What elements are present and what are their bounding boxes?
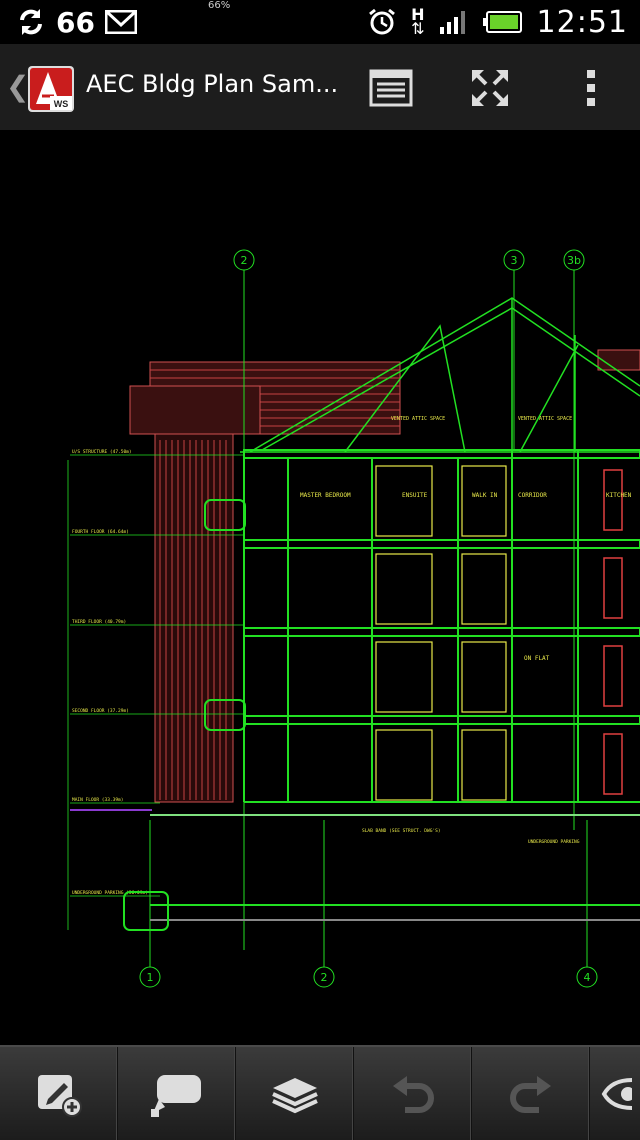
svg-text:WS: WS [54, 99, 69, 109]
grid-bottom-2: 2 [321, 971, 328, 984]
edit-button[interactable] [0, 1047, 119, 1140]
room-label-walkin: WALK IN [472, 492, 498, 499]
slab-band-note: SLAB BAND (SEE STRUCT. DWG'S) [362, 828, 441, 834]
level-second: SECOND FLOOR (37.29m) [72, 708, 129, 714]
kitchen-cabinets [603, 469, 623, 795]
attic-label-2: VENTED ATTIC SPACE [518, 416, 572, 422]
undo-button[interactable] [354, 1047, 473, 1140]
view-button[interactable] [590, 1047, 640, 1140]
action-bar: ❮ WS AEC Bldg Plan Sam... [0, 44, 640, 132]
underground-parking: UNDERGROUND PARKING [528, 839, 580, 845]
floor-slabs [150, 449, 640, 921]
bottom-toolbar [0, 1045, 640, 1140]
sheets-icon [369, 69, 413, 107]
document-title: AEC Bldg Plan Sam... [86, 70, 339, 98]
overflow-menu-button[interactable] [565, 62, 617, 114]
grid-bottom-3: 4 [584, 971, 591, 984]
notification-count: 66 [56, 5, 95, 39]
drawing-canvas[interactable]: VENTED ATTIC SPACE VENTED ATTIC SPACE 2 … [0, 130, 640, 1045]
alarm-icon [369, 8, 396, 35]
edit-add-icon [37, 1074, 82, 1117]
comment-icon [150, 1074, 201, 1117]
data-arrows-icon: ⇅ [411, 19, 425, 38]
fit-screen-button[interactable] [464, 62, 516, 114]
room-label-kitchen: KITCHEN [606, 492, 632, 499]
fit-screen-icon [472, 70, 508, 106]
level-underground: UNDERGROUND PARKING (36.09m) [72, 890, 148, 896]
level-third: THIRD FLOOR (40.79m) [72, 619, 126, 625]
roof [240, 297, 640, 453]
balconies [123, 499, 246, 931]
brick-wall [129, 349, 640, 803]
layers-icon [271, 1077, 318, 1113]
back-chevron-icon[interactable]: ❮ [6, 70, 30, 103]
sync-icon [20, 9, 42, 35]
fixtures [375, 465, 507, 801]
grid-bottom-1: 1 [147, 971, 154, 984]
redo-icon [509, 1075, 551, 1113]
view-icon [601, 1077, 633, 1110]
gmail-icon [104, 10, 137, 34]
layers-button[interactable] [236, 1047, 355, 1140]
undo-icon [392, 1075, 434, 1113]
grid-top-2: 3 [511, 254, 518, 267]
attic-label-1: VENTED ATTIC SPACE [391, 416, 445, 422]
sheets-button[interactable] [365, 62, 417, 114]
level-fourth: FOURTH FLOOR (64.64m) [72, 529, 129, 535]
walls [243, 450, 579, 802]
level-main: MAIN FLOOR (33.39m) [72, 797, 123, 803]
redo-button[interactable] [472, 1047, 591, 1140]
room-label-ensuite: ENSUITE [402, 492, 428, 499]
app-icon[interactable]: WS [28, 66, 74, 112]
battery-icon [482, 11, 522, 33]
room-label-master: MASTER BEDROOM [300, 492, 351, 499]
comment-button[interactable] [118, 1047, 237, 1140]
level-us: U/S STRUCTURE (47.50m) [72, 449, 132, 455]
battery-percent-small: 66% [208, 0, 231, 11]
status-bar: 66 66% H ⇅ 12:51 [0, 0, 640, 44]
grid-lines [139, 249, 598, 988]
network-type: H ⇅ [411, 5, 425, 38]
room-label-corridor: CORRIDOR [518, 492, 547, 499]
signal-icon [439, 11, 465, 34]
grid-top-3: 3b [567, 254, 581, 267]
building-section-drawing: VENTED ATTIC SPACE VENTED ATTIC SPACE 2 … [67, 249, 640, 988]
room-label-onflat: ON FLAT [524, 655, 550, 662]
clock: 12:51 [536, 4, 628, 40]
overflow-menu-icon [587, 70, 595, 106]
grid-top-1: 2 [241, 254, 248, 267]
